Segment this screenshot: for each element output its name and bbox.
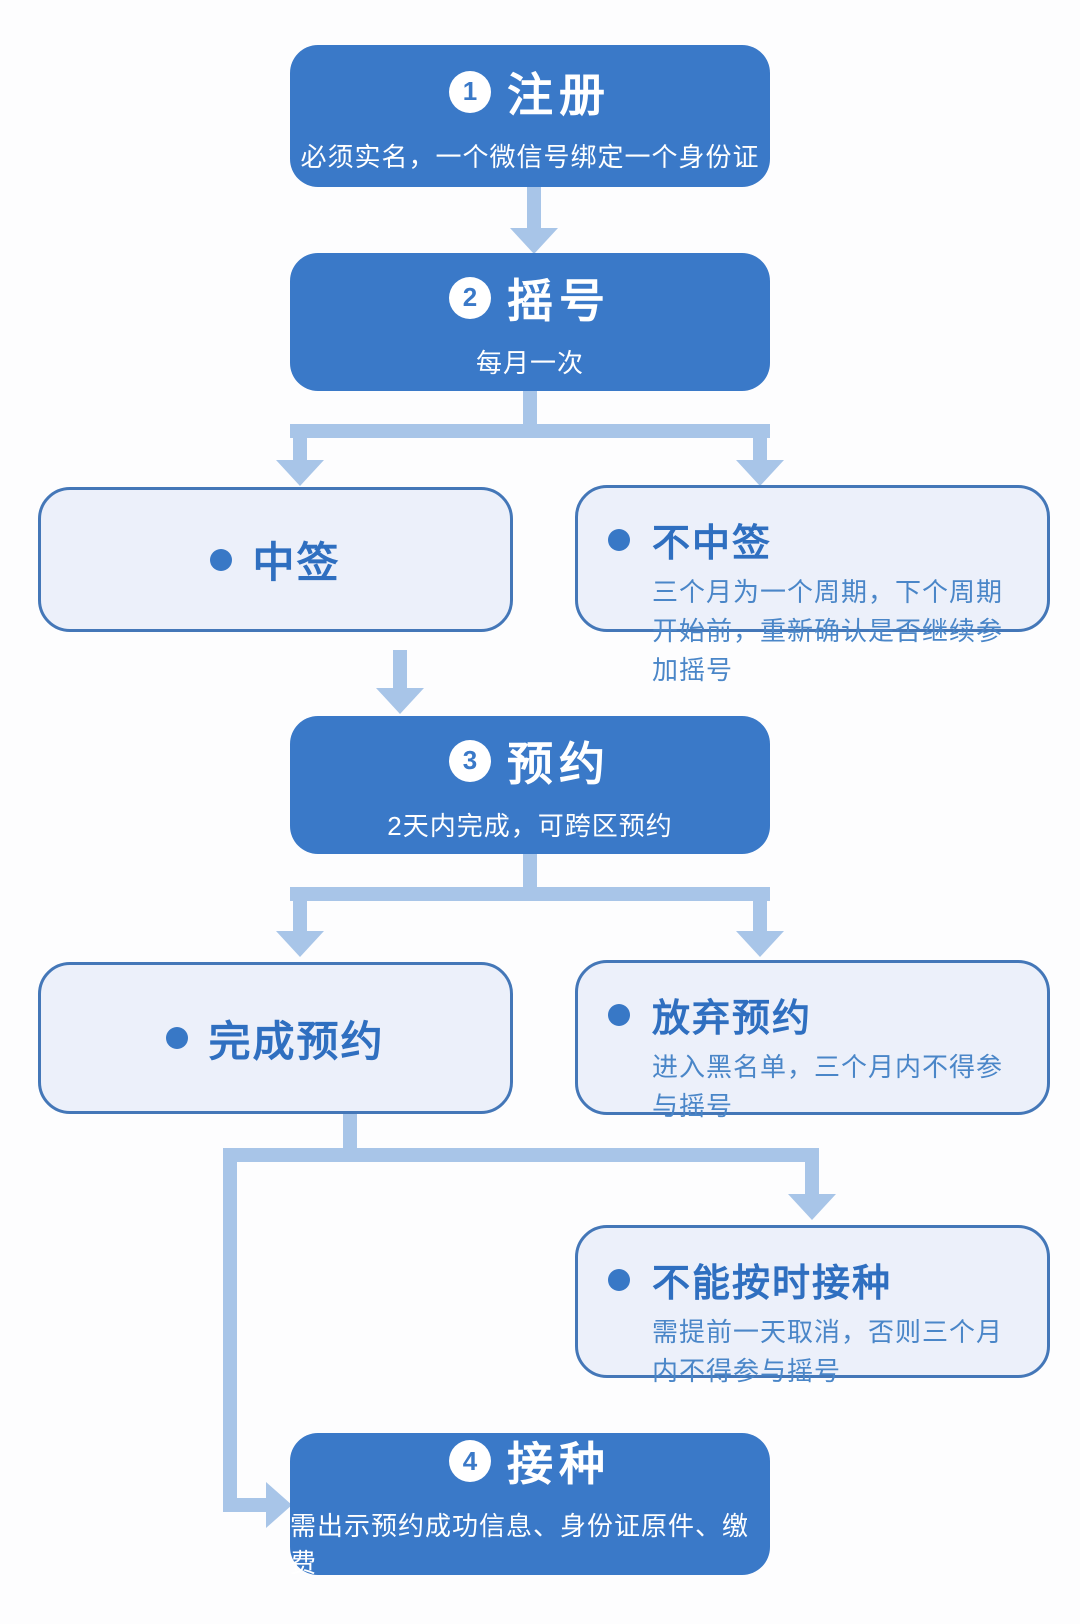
step-box-booking: 3 预约 2天内完成，可跨区预约 — [290, 716, 770, 854]
outcome-box-complete: 完成预约 — [38, 962, 513, 1114]
step-number-badge: 4 — [449, 1440, 491, 1482]
outcome-heading: 放弃预约 — [652, 998, 813, 1040]
bullet-icon — [608, 528, 630, 551]
arrowhead-down-icon — [736, 460, 784, 486]
step-subtitle: 必须实名，一个微信号绑定一个身份证 — [300, 141, 760, 172]
connector-drop-lose — [753, 436, 767, 462]
arrowhead-right-icon — [266, 1482, 292, 1528]
arrowhead-down-icon — [736, 931, 784, 957]
outcome-heading: 不中签 — [652, 523, 773, 565]
step-number-badge: 2 — [449, 276, 491, 319]
step-title: 接种 — [507, 1438, 611, 1490]
bullet-icon — [210, 548, 233, 571]
connector-drop-missed — [805, 1160, 819, 1196]
outcome-heading: 不能按时接种 — [652, 1263, 893, 1305]
connector-complete-to-vaccinate-horizontal — [223, 1498, 269, 1512]
step-number-badge: 3 — [449, 739, 491, 782]
outcome-detail: 三个月为一个周期，下个周期开始前，重新确认是否继续参加摇号 — [652, 577, 1004, 685]
connector-lottery-stub — [523, 391, 537, 425]
step-box-register: 1 注册 必须实名，一个微信号绑定一个身份证 — [290, 45, 770, 187]
connector-win-to-booking — [393, 650, 407, 690]
outcome-label: 完成预约 — [208, 1017, 385, 1065]
bullet-icon — [608, 1268, 630, 1291]
connector-lottery-branch-bar — [290, 424, 770, 438]
step-number-badge: 1 — [449, 70, 491, 113]
connector-drop-complete — [293, 899, 307, 933]
arrowhead-down-icon — [510, 228, 558, 254]
outcome-detail: 进入黑名单，三个月内不得参与摇号 — [652, 1052, 1004, 1121]
connector-drop-abandon — [753, 899, 767, 933]
outcome-box-missed: 不能按时接种 需提前一天取消，否则三个月内不得参与摇号 — [575, 1225, 1050, 1386]
arrowhead-down-icon — [276, 931, 324, 957]
connector-complete-stub — [343, 1114, 357, 1154]
step-title: 摇号 — [507, 274, 611, 327]
connector-drop-win — [293, 436, 307, 462]
step-subtitle: 2天内完成，可跨区预约 — [387, 810, 673, 841]
outcome-box-lose: 不中签 三个月为一个周期，下个周期开始前，重新确认是否继续参加摇号 — [575, 485, 1050, 685]
connector-complete-branch-bar — [223, 1148, 819, 1162]
outcome-detail: 需提前一天取消，否则三个月内不得参与摇号 — [652, 1317, 1004, 1386]
step-box-lottery: 2 摇号 每月一次 — [290, 253, 770, 391]
step-title: 预约 — [507, 737, 611, 790]
bullet-icon — [166, 1027, 189, 1049]
connector-register-to-lottery — [527, 187, 541, 229]
connector-complete-to-vaccinate-vertical — [223, 1160, 237, 1512]
step-subtitle: 每月一次 — [475, 347, 584, 378]
step-title: 注册 — [507, 68, 611, 121]
arrowhead-down-icon — [788, 1194, 836, 1220]
connector-booking-stub — [523, 854, 537, 888]
bullet-icon — [608, 1003, 630, 1026]
step-box-vaccinate: 4 接种 需出示预约成功信息、身份证原件、缴费 — [290, 1433, 770, 1578]
arrowhead-down-icon — [276, 460, 324, 486]
outcome-box-win: 中签 — [38, 487, 513, 632]
connector-booking-branch-bar — [290, 887, 770, 901]
arrowhead-down-icon — [376, 688, 424, 714]
outcome-box-abandon: 放弃预约 进入黑名单，三个月内不得参与摇号 — [575, 960, 1050, 1121]
step-subtitle: 需出示预约成功信息、身份证原件、缴费 — [290, 1511, 750, 1578]
outcome-label: 中签 — [252, 539, 341, 586]
